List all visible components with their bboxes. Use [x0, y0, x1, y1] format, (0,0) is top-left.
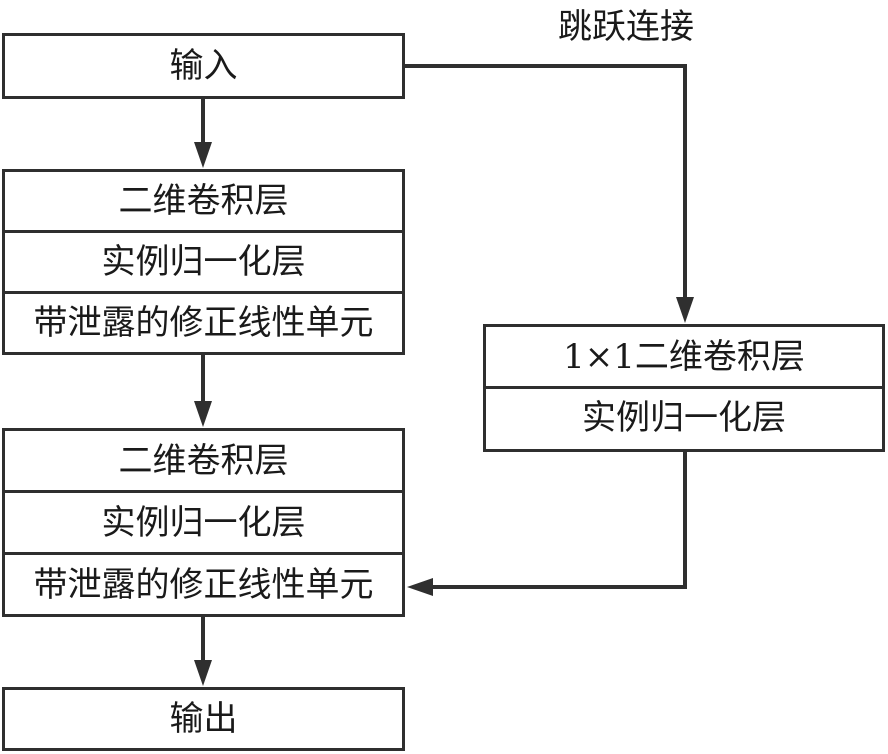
input-box-label: 输入 — [169, 46, 238, 86]
arrow-block1-to-block2-shaft — [201, 355, 205, 401]
input-box: 输入 — [2, 33, 405, 99]
arrow-input-to-block1-shaft — [201, 99, 205, 143]
output-box: 输出 — [2, 687, 405, 751]
arrow-down-icon — [676, 297, 694, 323]
skip-block-row-instancenorm: 实例归一化层 — [486, 386, 882, 446]
skip-connection-label: 跳跃连接 — [558, 7, 694, 47]
conv-block-1-row-instancenorm: 实例归一化层 — [5, 230, 402, 291]
skip-connection-line-down-1 — [683, 64, 687, 298]
skip-block: 1×1二维卷积层 实例归一化层 — [483, 324, 885, 452]
skip-connection-line-down-2 — [683, 452, 687, 589]
conv-block-2-row-instancenorm: 实例归一化层 — [5, 490, 402, 552]
conv-block-2: 二维卷积层 实例归一化层 带泄露的修正线性单元 — [2, 428, 405, 617]
arrow-block2-to-output-shaft — [201, 617, 205, 661]
conv-block-1-row-conv2d: 二维卷积层 — [118, 181, 289, 221]
skip-connection-line-top — [405, 64, 687, 68]
arrow-left-icon — [407, 578, 433, 596]
output-box-label: 输出 — [169, 699, 238, 739]
conv-block-1: 二维卷积层 实例归一化层 带泄露的修正线性单元 — [2, 169, 405, 355]
arrow-down-icon — [194, 401, 212, 427]
conv-block-2-row-leakyrelu: 带泄露的修正线性单元 — [5, 552, 402, 614]
conv-block-1-row-leakyrelu: 带泄露的修正线性单元 — [5, 291, 402, 352]
conv-block-2-row-conv2d: 二维卷积层 — [118, 440, 289, 481]
skip-connection-line-bottom — [431, 585, 687, 589]
arrow-down-icon — [194, 142, 212, 168]
arrow-down-icon — [194, 660, 212, 686]
skip-block-row-conv1x1: 1×1二维卷积层 — [563, 336, 805, 377]
